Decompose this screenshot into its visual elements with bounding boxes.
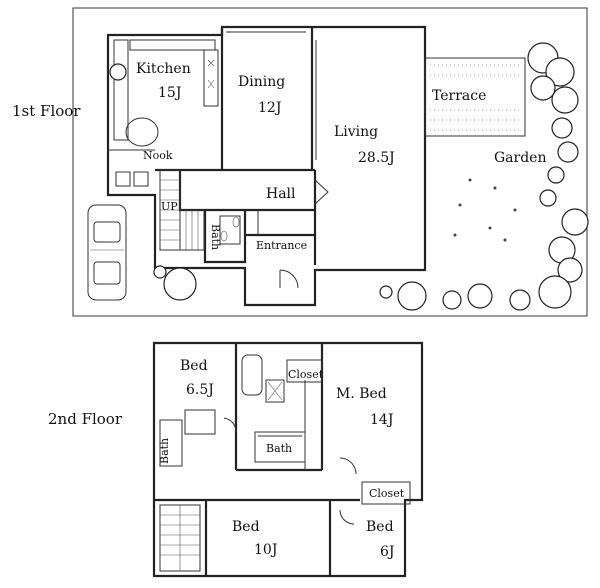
stairs-up-label: UP: [161, 200, 178, 213]
dining-size: 12J: [258, 100, 281, 116]
closet1-label: Closet: [288, 368, 324, 381]
garden-label: Garden: [494, 150, 547, 166]
car-icon: [87, 204, 127, 301]
bed1-size: 6.5J: [186, 382, 214, 398]
living-label: Living: [334, 124, 378, 140]
entrance-label: Entrance: [256, 239, 307, 252]
bath2-label: Bath: [266, 442, 292, 455]
stairs-1st: [159, 169, 205, 251]
kitchen-size: 15J: [158, 85, 181, 101]
mbed-label: M. Bed: [336, 386, 387, 402]
first-floor-label: 1st Floor: [12, 102, 81, 120]
closet2-label: Closet: [369, 487, 405, 500]
bed3-label: Bed: [366, 519, 394, 535]
garden-shrubs: [109, 42, 589, 311]
hall-label: Hall: [266, 186, 296, 202]
mbed-size: 14J: [370, 412, 393, 428]
second-floor-plan: 2nd Floor Bed 6.5J Closet M. Bed 14J Bat…: [48, 341, 424, 578]
bed1-label: Bed: [180, 358, 208, 374]
second-floor-label: 2nd Floor: [48, 410, 123, 428]
first-floor-plan: 1st Floor Kitchen 15J Dining 12J Living …: [12, 7, 589, 317]
dining-label: Dining: [238, 74, 285, 90]
kitchen-label: Kitchen: [136, 61, 191, 77]
terrace-texture: [430, 64, 520, 131]
bath-label-1st: Bath: [209, 224, 222, 250]
stairs-2nd: [159, 504, 201, 572]
terrace-label: Terrace: [432, 88, 486, 104]
bed2-label: Bed: [232, 519, 260, 535]
bed3-size: 6J: [380, 544, 395, 560]
nook-label: Nook: [143, 149, 173, 162]
bath1-label: Bath: [158, 438, 171, 464]
bed2-size: 10J: [254, 542, 277, 558]
living-size: 28.5J: [358, 150, 395, 166]
